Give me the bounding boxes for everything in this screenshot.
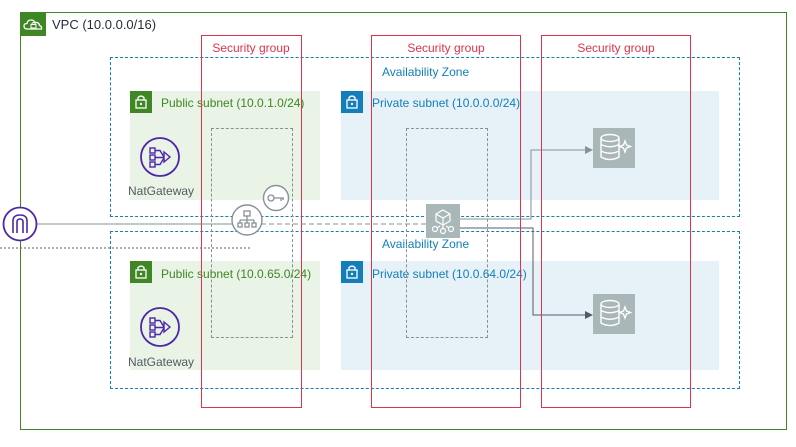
public-subnet-1-label: Public subnet (10.0.1.0/24) [161,96,305,110]
nat-gateway-icon [139,136,181,178]
public-subnet-1 [130,91,320,200]
internet-gateway-icon [2,206,38,242]
lock-icon [341,91,363,113]
security-group-3 [541,35,691,408]
nat-gateway-icon [139,306,181,348]
compute-to-db2-line [460,227,593,319]
vpc-label: VPC (10.0.0.0/16) [52,17,157,32]
private-subnet-2 [341,261,719,370]
nat-gateway-1-label: NatGateway [128,184,195,198]
private-subnet-1 [341,91,719,200]
public-subnet-2 [130,261,320,370]
security-group-1-label: Security group [212,41,290,55]
nat-gateway-2-label: NatGateway [128,355,195,369]
database-icon [593,294,635,334]
lock-icon [130,91,152,113]
availability-zone-1 [110,57,740,217]
lock-icon [341,261,363,283]
private-subnet-1-label: Private subnet (10.0.0.0/24) [372,96,521,110]
private-subnet-2-label: Private subnet (10.0.64.0/24) [372,267,527,281]
security-group-2-label: Security group [407,41,485,55]
compute-to-db1-line [460,146,593,220]
ec2-instance-icon [426,204,460,238]
security-group-3-label: Security group [577,41,655,55]
lock-icon [130,261,152,283]
availability-zone-1-label: Availability Zone [382,65,470,79]
database-icon [593,128,635,168]
auto-scaling-group-private [406,128,488,338]
availability-zone-2-label: Availability Zone [382,237,470,251]
public-subnet-2-label: Public subnet (10.0.65.0/24) [161,267,312,281]
certificate-key-icon [262,184,292,212]
load-balancer-icon [231,204,263,236]
vpc-cloud-lock-icon [20,12,46,36]
auto-scaling-group-public [211,128,293,338]
availability-zone-2 [110,231,740,389]
security-group-1 [201,35,302,408]
security-group-2 [371,35,521,408]
